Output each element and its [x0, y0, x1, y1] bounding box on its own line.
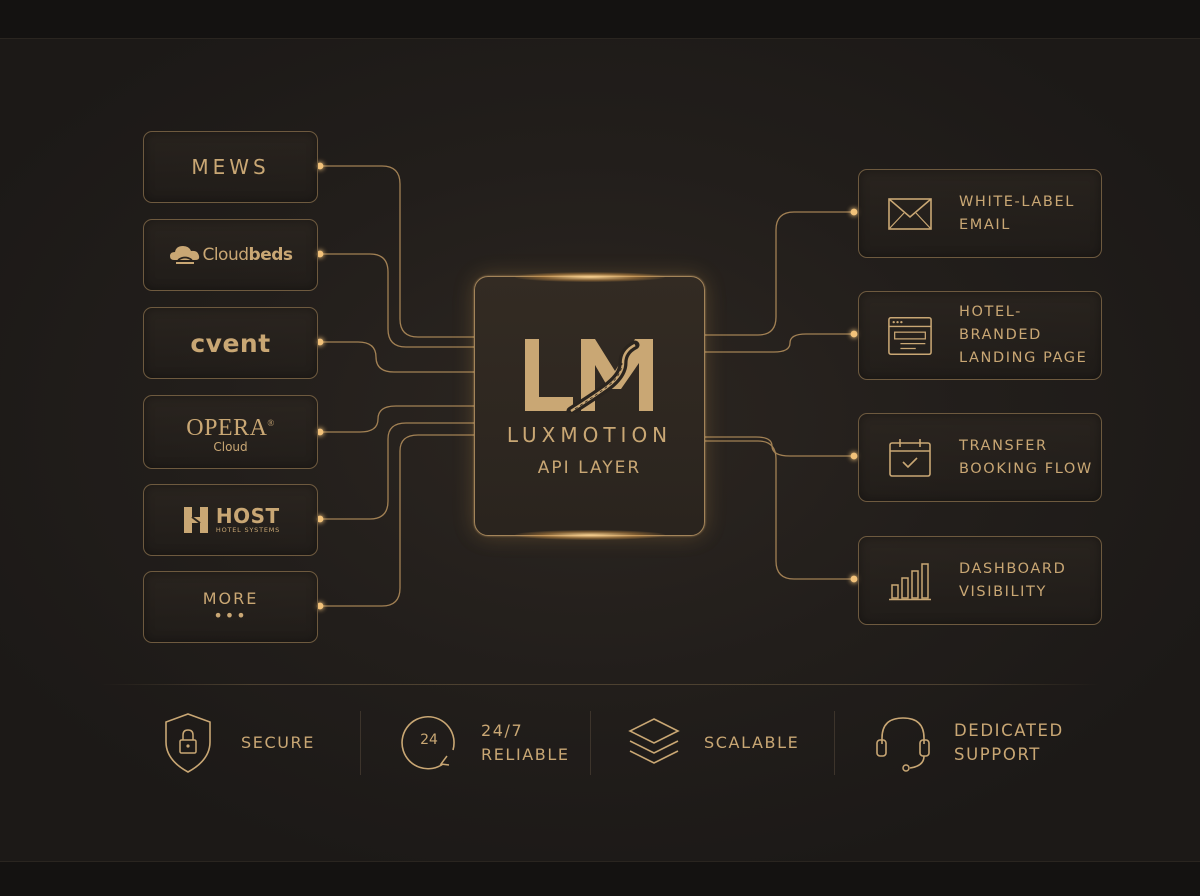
lm-road-logo [525, 339, 653, 413]
integration-host: HOST HOTEL SYSTEMS [143, 484, 318, 556]
layers-icon [628, 718, 680, 764]
cvent-logo: cvent [190, 328, 271, 358]
headset-icon [876, 717, 930, 772]
output-label-2: LANDING PAGE [959, 350, 1088, 366]
feature-secure-label: SECURE [241, 733, 315, 752]
feature-scalable-label: SCALABLE [704, 733, 800, 752]
integration-mews: MEWS [143, 131, 318, 203]
output-label-1: DASHBOARD [959, 560, 1067, 577]
opera-sub: Cloud [213, 439, 248, 454]
integration-opera: OPERA® Cloud [143, 395, 318, 469]
connection-wires [316, 162, 858, 610]
calendar-check-icon [887, 438, 933, 478]
output-transfer-booking-flow: TRANSFER BOOKING FLOW [858, 413, 1102, 502]
output-label-2: VISIBILITY [959, 583, 1047, 600]
host-sub: HOTEL SYSTEMS [215, 526, 281, 534]
more-label: MORE [202, 589, 259, 608]
cloudbeds-name-bold: beds [248, 245, 294, 265]
feature-support-label-1: DEDICATED [954, 721, 1064, 740]
api-layer-hub: LUXMOTION API LAYER [474, 272, 705, 540]
clock-24-icon: 24 [401, 716, 455, 770]
cloudbeds-name: Cloud [202, 245, 249, 265]
hub-subtitle: API LAYER [537, 458, 642, 478]
feature-reliable-label-2: RELIABLE [481, 745, 570, 764]
output-hotel-landing-page: HOTEL-BRANDED LANDING PAGE [858, 291, 1102, 380]
feature-secure: SECURE [162, 706, 315, 780]
output-label-1: HOTEL-BRANDED [959, 304, 1042, 343]
opera-name: OPERA [186, 414, 268, 441]
hub-glow-top [515, 272, 665, 282]
envelope-icon [887, 197, 933, 231]
feature-separator [834, 711, 835, 775]
cloud-icon [170, 246, 200, 264]
registered-mark: ® [267, 417, 275, 428]
hub-glow-bottom [515, 530, 665, 540]
integration-more: MORE ••• [143, 571, 318, 643]
bar-chart-icon [887, 561, 933, 601]
opera-cloud-logo: OPERA® Cloud [186, 411, 275, 454]
browser-window-icon [887, 315, 933, 357]
output-white-label-email: WHITE-LABEL EMAIL [858, 169, 1102, 258]
host-logo: HOST HOTEL SYSTEMS [181, 505, 280, 535]
hub-brand: LUXMOTION [506, 423, 673, 447]
clock-badge: 24 [420, 732, 438, 748]
feature-dedicated-support: DEDICATED SUPPORT [874, 706, 1064, 780]
feature-divider [100, 684, 1100, 685]
output-label-1: TRANSFER [959, 437, 1048, 454]
feature-scalable: SCALABLE [626, 706, 799, 780]
feature-support-label-2: SUPPORT [954, 745, 1041, 764]
integration-cvent: cvent [143, 307, 318, 379]
mews-logo: MEWS [191, 155, 270, 179]
output-label-1: WHITE-LABEL [959, 193, 1075, 210]
output-dashboard-visibility: DASHBOARD VISIBILITY [858, 536, 1102, 625]
more-dots: ••• [213, 606, 248, 625]
feature-separator [360, 711, 361, 775]
feature-separator [590, 711, 591, 775]
host-name: HOST [215, 504, 280, 528]
host-h-icon [183, 507, 208, 533]
output-label-2: BOOKING FLOW [959, 460, 1093, 477]
output-label-2: EMAIL [959, 216, 1011, 233]
feature-reliable-label-1: 24/7 [481, 721, 524, 740]
shield-lock-icon [165, 713, 211, 773]
